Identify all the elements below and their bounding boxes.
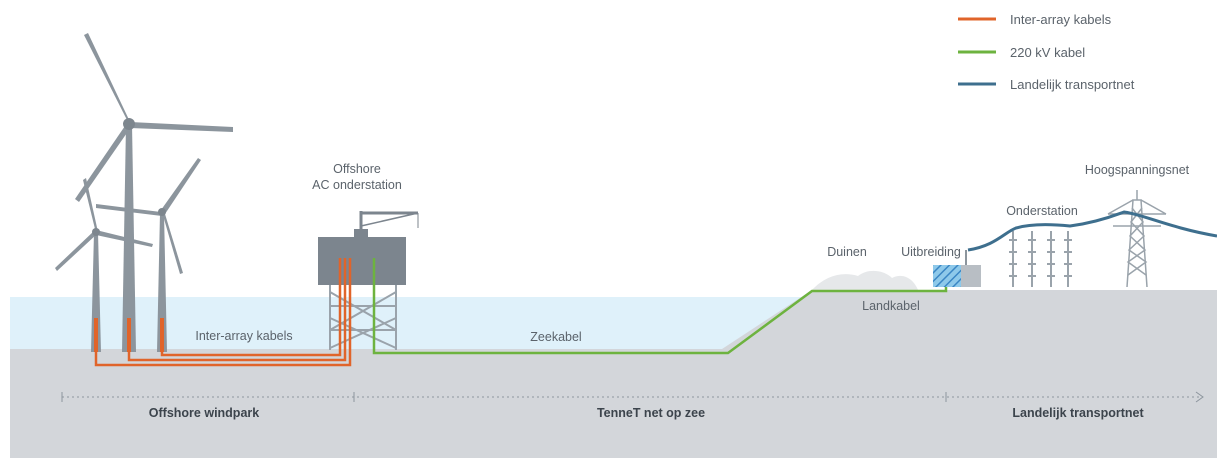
legend-label-transportnet: Landelijk transportnet <box>1010 77 1135 92</box>
land-cable-label: Landkabel <box>862 299 920 313</box>
dunes-shape <box>812 270 918 290</box>
hv-cable-line <box>372 258 948 355</box>
expansion-building <box>933 265 961 287</box>
grid-line <box>967 210 1217 252</box>
substation-label: Onderstation <box>1006 204 1078 218</box>
seabed <box>10 290 1217 458</box>
substation-equipment-icon <box>1009 231 1072 287</box>
legend-label-220kv: 220 kV kabel <box>1010 45 1085 60</box>
wind-turbine-left-icon <box>55 178 153 352</box>
dunes-label: Duinen <box>827 245 867 259</box>
inter-array-cable-lines <box>94 258 352 367</box>
offshore-station-label-line2: AC onderstation <box>312 178 402 192</box>
inter-array-label: Inter-array kabels <box>195 329 292 343</box>
arrow-right-icon <box>1195 391 1204 403</box>
wind-turbine-right-icon <box>96 158 201 352</box>
high-voltage-grid-label: Hoogspanningsnet <box>1085 163 1190 177</box>
pylon-icon <box>1107 190 1167 288</box>
legend-label-inter-array: Inter-array kabels <box>1010 12 1112 27</box>
section-label-tennet-net-op-zee: TenneT net op zee <box>597 406 705 420</box>
wind-turbine-large-icon <box>75 33 233 352</box>
section-label-offshore-windpark: Offshore windpark <box>149 406 259 420</box>
offshore-station-label-line1: Offshore <box>333 162 381 176</box>
sea-cable-label: Zeekabel <box>530 330 581 344</box>
legend: Inter-array kabels 220 kV kabel Landelij… <box>958 12 1135 92</box>
section-label-landelijk-transportnet: Landelijk transportnet <box>1012 406 1144 420</box>
expansion-label: Uitbreiding <box>901 245 961 259</box>
substation-building <box>961 265 981 287</box>
